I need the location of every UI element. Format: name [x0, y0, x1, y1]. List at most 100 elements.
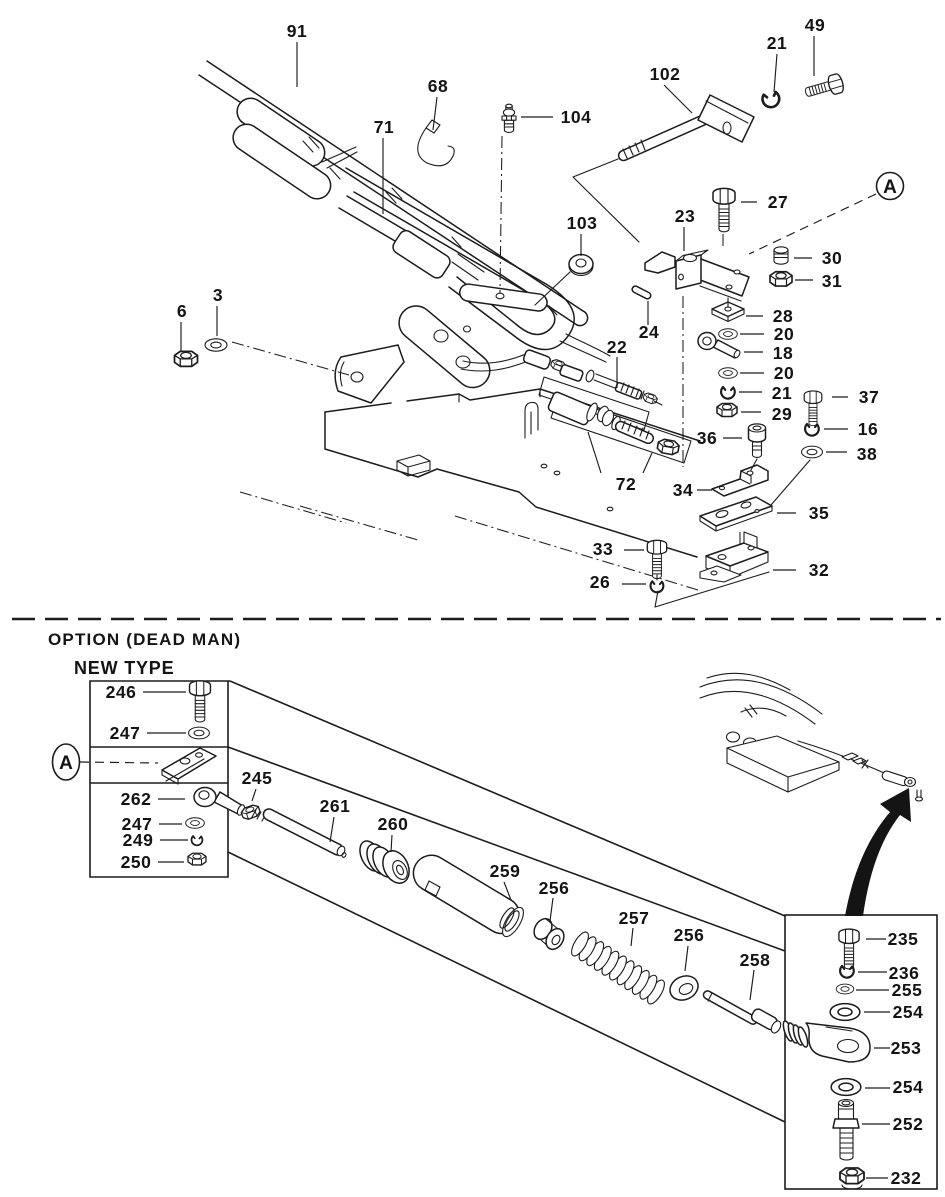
- part-label-38: 38: [857, 444, 877, 464]
- part-235-bolt: [838, 928, 860, 970]
- part-label-246: 246: [106, 682, 137, 702]
- part-label-252: 252: [893, 1114, 924, 1134]
- part-label-257: 257: [619, 908, 650, 928]
- part-35-plate: [699, 496, 773, 532]
- part-246-bolt: [188, 680, 212, 723]
- part-6-nut: [173, 350, 199, 368]
- new-type-heading: NEW TYPE: [74, 658, 174, 678]
- part-3-washer: [204, 338, 228, 352]
- part-102-rod-bracket: [617, 94, 755, 162]
- part-71-handle-loop: [321, 146, 575, 351]
- reference-lines: [534, 158, 811, 608]
- part-label-68: 68: [428, 76, 448, 96]
- part-label-249: 249: [123, 830, 154, 850]
- part-label-259: 259: [490, 861, 521, 881]
- part-247-washer-a: [188, 726, 210, 740]
- part-254-washer-a: [829, 1002, 861, 1022]
- part-258-rod: [702, 990, 782, 1034]
- part-26-lock-washer: [649, 580, 665, 594]
- part-21-lock-washer-top: [759, 89, 783, 111]
- part-31-nut: [769, 270, 793, 287]
- part-24-pin: [631, 285, 652, 300]
- part-28-square-washer: [711, 301, 745, 323]
- part-label-255: 255: [892, 980, 923, 1000]
- part-label-27: 27: [768, 192, 788, 212]
- bottom-assembly: A: [51, 672, 938, 1190]
- part-262-rod-end: [193, 786, 246, 816]
- part-label-28: 28: [773, 306, 793, 326]
- part-label-91: 91: [287, 21, 307, 41]
- part-260-gland: [359, 840, 410, 884]
- part-254-washer-b: [830, 1077, 862, 1097]
- part-104-grease-fitting: [501, 103, 517, 133]
- part-label-36: 36: [697, 428, 717, 448]
- part-label-35: 35: [809, 503, 829, 523]
- part-label-245: 245: [242, 768, 273, 788]
- part-label-247-a: 247: [110, 723, 141, 743]
- part-label-104: 104: [561, 107, 592, 127]
- part-255-washer: [835, 983, 855, 995]
- part-label-23: 23: [675, 206, 695, 226]
- part-label-29: 29: [772, 404, 792, 424]
- option-heading: OPTION (DEAD MAN): [48, 630, 241, 649]
- part-label-71: 71: [374, 117, 394, 137]
- part-label-16: 16: [858, 419, 878, 439]
- part-21-lock-washer-mid: [720, 385, 736, 400]
- part-label-22: 22: [607, 337, 627, 357]
- part-label-18: 18: [773, 343, 793, 363]
- part-label-253: 253: [891, 1038, 922, 1058]
- part-23-bracket-assembly: [644, 249, 750, 302]
- part-label-260: 260: [378, 814, 409, 834]
- part-36-socket-screw: [747, 423, 767, 459]
- part-label-31: 31: [822, 271, 842, 291]
- lever-actuator: [392, 229, 485, 281]
- part-103-collar: [568, 253, 594, 277]
- part-label-34: 34: [673, 480, 693, 500]
- part-label-21-mid: 21: [772, 383, 792, 403]
- part-252-fitting: [832, 1098, 860, 1161]
- part-20-washer-a: [718, 328, 738, 340]
- part-33-bolt: [646, 539, 668, 580]
- detail-a-top-leader: [748, 193, 877, 255]
- top-labels: 91 68 71 104 102 21 49 27 23 103 30 31 2…: [177, 15, 879, 592]
- part-label-250: 250: [121, 852, 152, 872]
- explosion-corridor: [227, 680, 786, 1123]
- part-249-clip: [190, 835, 204, 847]
- part-label-254-a: 254: [893, 1002, 924, 1022]
- part-256-bushing-a: [533, 917, 565, 951]
- part-label-256-a: 256: [539, 878, 570, 898]
- part-a-plate: [161, 747, 217, 785]
- part-30-bushing: [773, 246, 789, 265]
- part-label-262: 262: [121, 789, 152, 809]
- part-label-247-b: 247: [122, 814, 153, 834]
- inset-overview: [699, 672, 924, 802]
- detail-circle-a-top: A: [875, 171, 905, 201]
- bottom-labels: OPTION (DEAD MAN) NEW TYPE 246 247 262 2…: [48, 630, 923, 1188]
- part-261-rod: [251, 808, 347, 858]
- part-label-6: 6: [177, 301, 187, 321]
- lever-plate: [398, 305, 491, 389]
- detail-a-top-letter: A: [883, 177, 897, 198]
- new-type-box: [89, 680, 230, 878]
- part-34-clamp-plate: [711, 464, 769, 497]
- part-label-235: 235: [888, 929, 919, 949]
- part-37-bolt: [803, 390, 823, 427]
- part-label-232: 232: [891, 1168, 922, 1188]
- part-label-103: 103: [567, 213, 598, 233]
- part-label-24: 24: [639, 322, 659, 342]
- part-72-rod-cluster: [547, 391, 681, 457]
- part-label-258: 258: [740, 950, 771, 970]
- part-label-20-b: 20: [774, 363, 794, 383]
- part-20-washer-b: [718, 367, 738, 379]
- part-label-20-a: 20: [774, 324, 794, 344]
- axis-lines: [231, 135, 741, 546]
- part-22-cable-adjuster: [522, 349, 663, 406]
- top-assembly: A: [173, 36, 905, 608]
- part-label-37: 37: [859, 387, 879, 407]
- bottom-leader-lines: [143, 691, 890, 1179]
- pivot-rod: [458, 283, 548, 312]
- part-label-254-b: 254: [893, 1077, 924, 1097]
- part-29-nut: [716, 402, 738, 418]
